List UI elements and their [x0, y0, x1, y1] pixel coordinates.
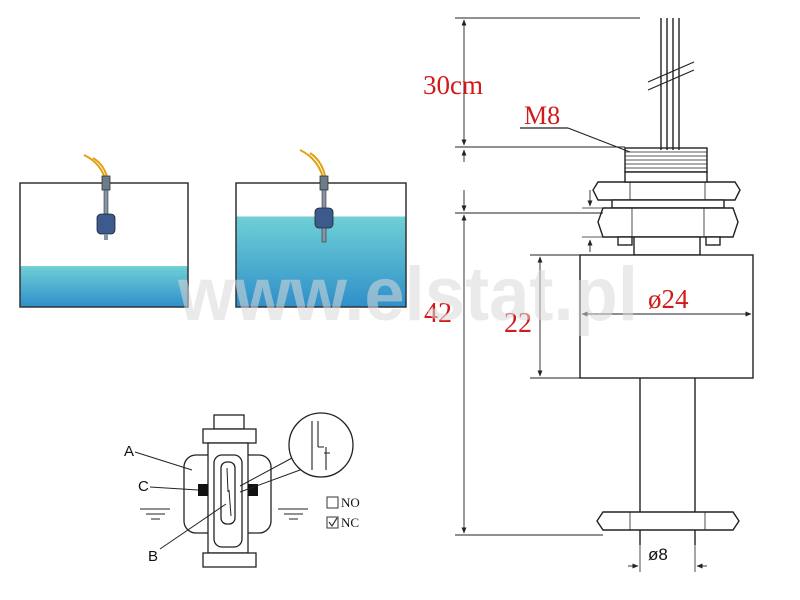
checkbox-empty-icon — [326, 496, 339, 509]
legend-label-no: NO — [341, 495, 360, 510]
reed-switch-detail — [134, 412, 354, 568]
float-switch-icon — [83, 154, 116, 240]
legend-item-no: NO — [326, 495, 360, 510]
legend-item-nc: NC — [326, 515, 359, 530]
cable-length-label: 30cm — [423, 70, 483, 100]
total-height-label: 42 — [424, 298, 452, 329]
float-height-label: 22 — [504, 308, 532, 339]
technical-drawing — [455, 17, 754, 572]
detail-label-a: A — [124, 443, 134, 460]
detail-label-c: C — [138, 478, 149, 495]
checkbox-checked-icon — [326, 516, 339, 529]
legend-label-nc: NC — [341, 515, 359, 530]
float-diameter-label: ø24 — [648, 284, 689, 314]
watermark: www.elstat.pl — [177, 252, 638, 337]
detail-label-b: B — [148, 548, 158, 565]
thread-size-label: M8 — [524, 101, 560, 130]
stem-diameter-label: ø8 — [648, 545, 668, 564]
tank-2-water — [236, 216, 406, 307]
contact-type-legend: NO NC — [326, 495, 360, 530]
tank-1-water — [20, 266, 188, 307]
tank-high-level — [235, 149, 407, 308]
float-switch-icon — [299, 149, 334, 243]
tank-low-level — [19, 154, 189, 308]
